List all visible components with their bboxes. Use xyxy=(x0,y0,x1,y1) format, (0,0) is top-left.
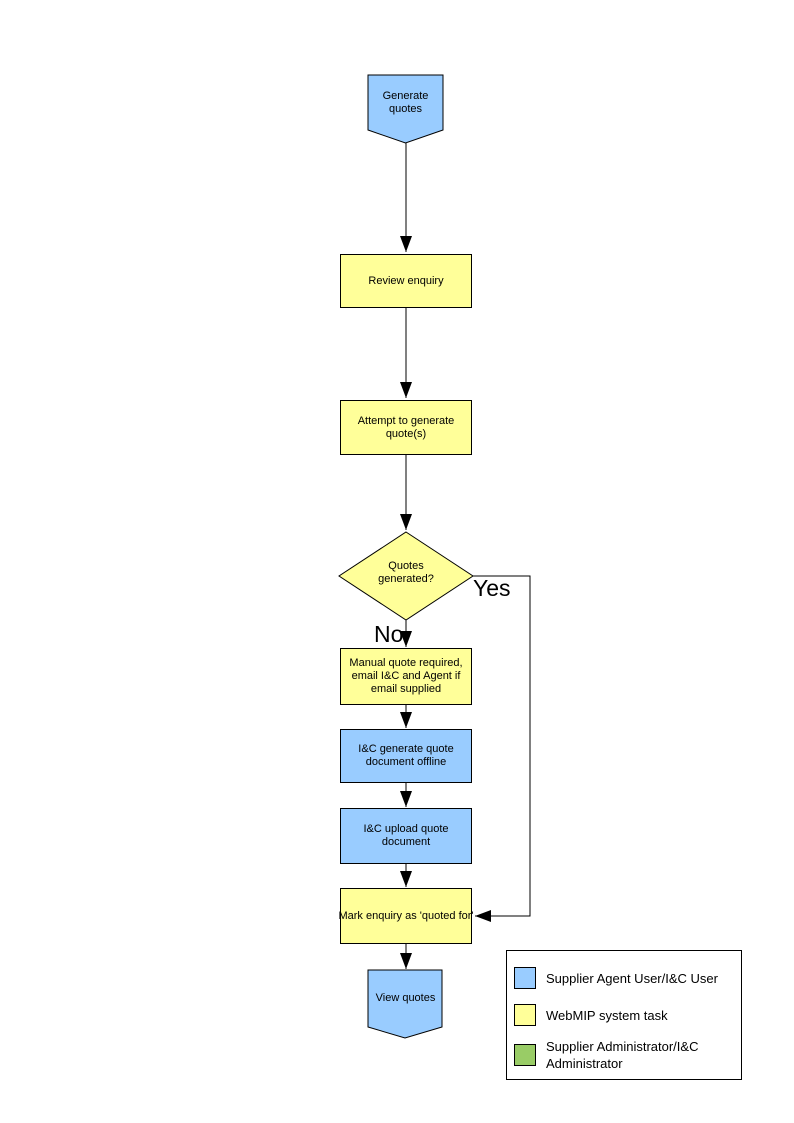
node-view-quotes-label: View quotes xyxy=(375,991,436,1004)
node-ic-upload-quote-document: I&C upload quote document xyxy=(340,808,472,864)
node-quotes-generated-decision-label: Quotes generated? xyxy=(378,560,434,585)
legend-item-webmip-system-task: WebMIP system task xyxy=(514,1004,738,1026)
node-ic-generate-quote-offline: I&C generate quote document offline xyxy=(340,729,472,783)
start-offpage-shape xyxy=(367,74,444,144)
node-review-enquiry: Review enquiry xyxy=(340,254,472,308)
node-mark-enquiry-quoted-for: Mark enquiry as 'quoted for' xyxy=(338,888,474,944)
legend-item-label: Supplier Administrator/I&C Administrator xyxy=(546,1039,699,1071)
branch-label-no: No xyxy=(374,621,404,647)
legend: Supplier Agent User/I&C User WebMIP syst… xyxy=(506,950,742,1080)
node-attempt-generate-quotes: Attempt to generate quote(s) xyxy=(340,400,472,455)
branch-label-yes: Yes xyxy=(473,575,511,601)
legend-swatch-green xyxy=(514,1044,536,1066)
legend-swatch-blue xyxy=(514,967,536,989)
legend-item-label: Supplier Agent User/I&C User xyxy=(546,970,718,986)
legend-item-supplier-administrator: Supplier Administrator/I&C Administrator xyxy=(514,1038,738,1072)
connector-yes-branch xyxy=(473,575,531,922)
decision-diamond-shape xyxy=(338,531,474,621)
legend-item-label: WebMIP system task xyxy=(546,1007,668,1023)
legend-item-supplier-agent-user: Supplier Agent User/I&C User xyxy=(514,967,738,989)
legend-swatch-yellow xyxy=(514,1004,536,1026)
node-manual-quote-required: Manual quote required, email I&C and Age… xyxy=(340,648,472,705)
node-generate-quotes-label: Generate quotes xyxy=(382,90,429,115)
end-offpage-shape xyxy=(367,969,443,1039)
